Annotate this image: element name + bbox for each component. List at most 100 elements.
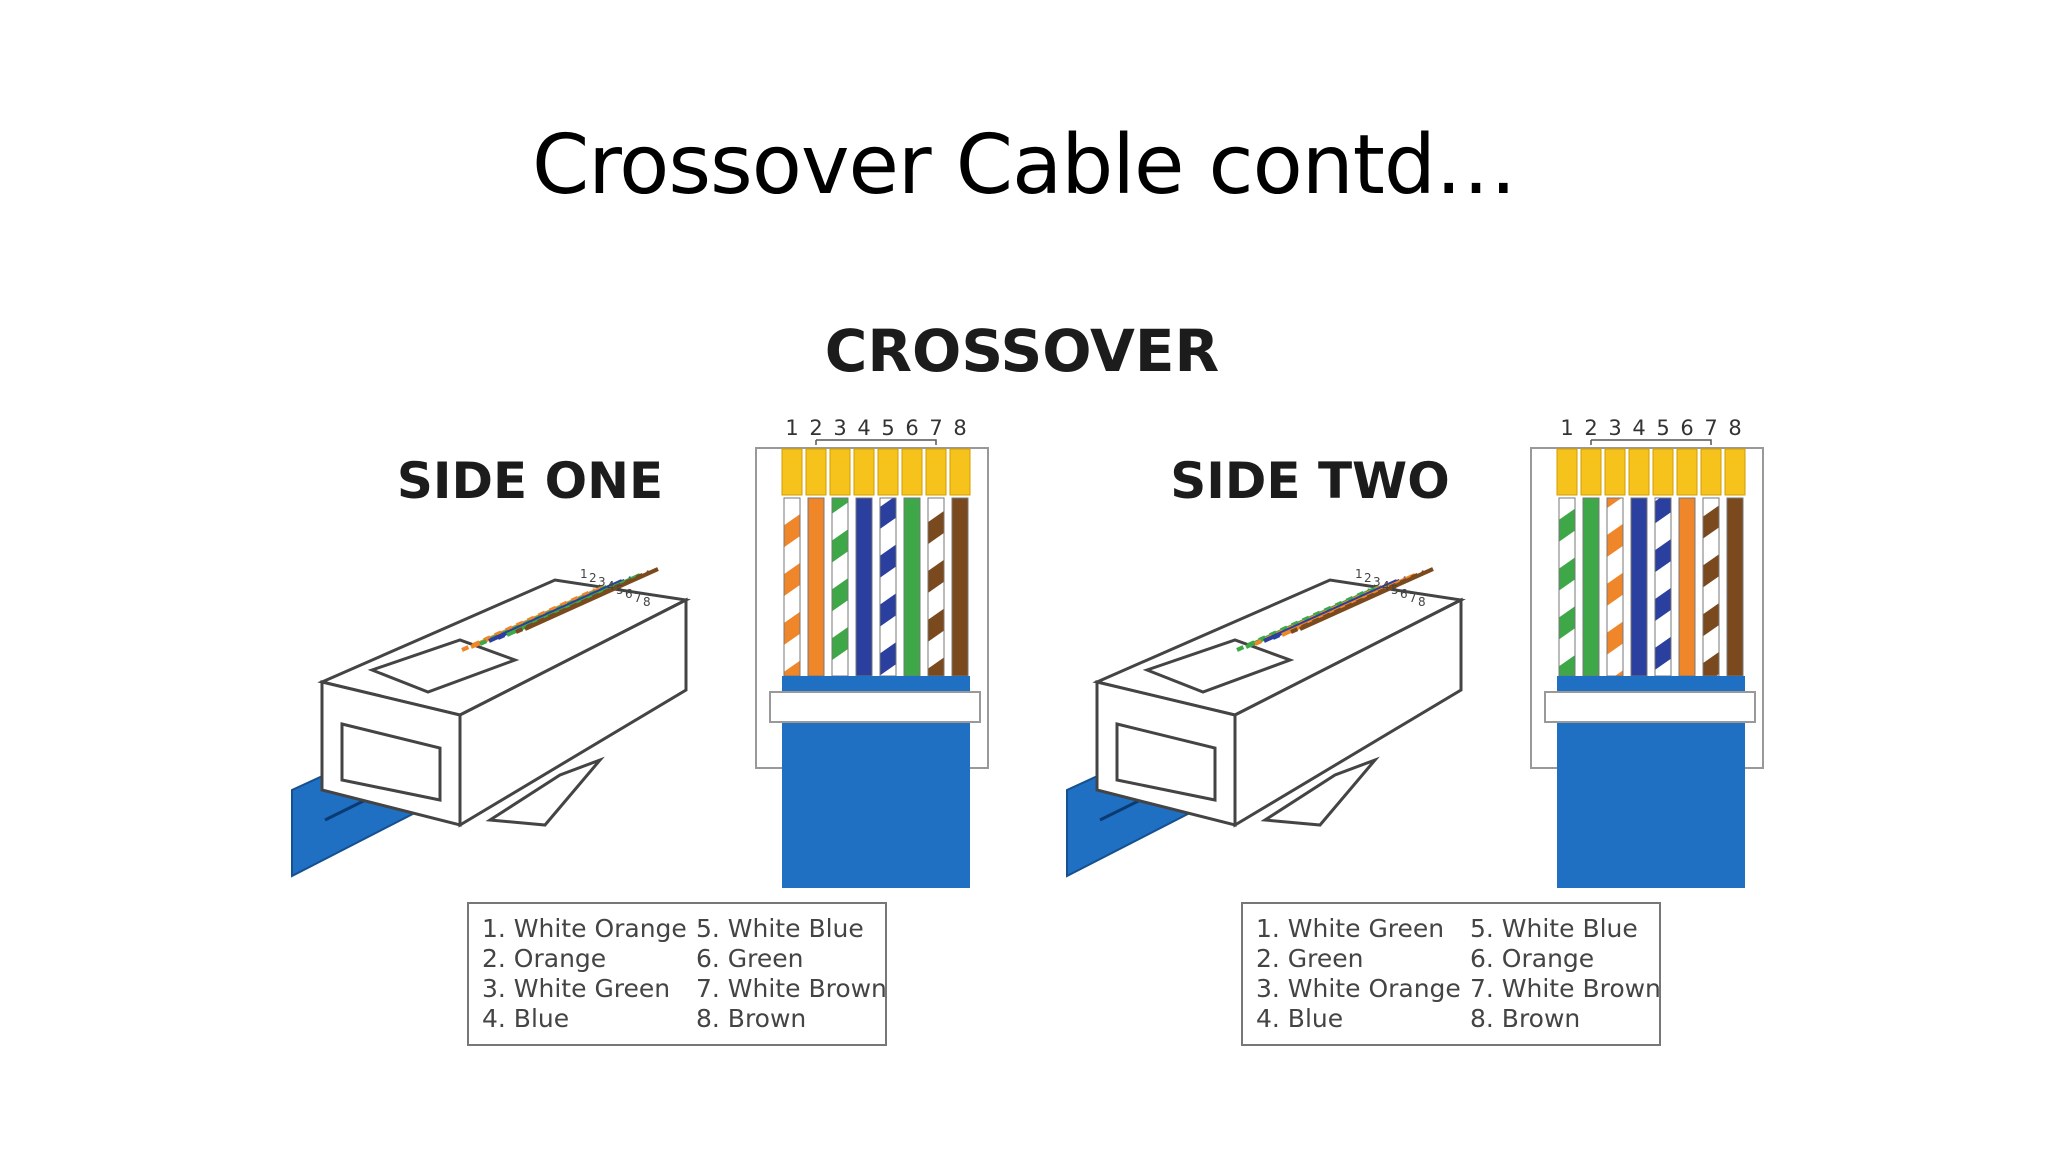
plug-side-face — [458, 597, 688, 828]
gold-contact-8 — [949, 448, 971, 496]
legend-item: 4. Blue — [1256, 1004, 1343, 1033]
front-wire-2 — [1582, 497, 1600, 677]
gold-contact-2 — [805, 448, 827, 496]
front-wire-4 — [1630, 497, 1648, 677]
plug-pin-number: 5 — [616, 583, 624, 597]
gold-contact-5 — [877, 448, 899, 496]
pin-number: 6 — [905, 416, 918, 440]
front-wire-8 — [1726, 497, 1744, 677]
pin-number: 4 — [857, 416, 870, 440]
front-wire-3 — [1606, 497, 1624, 677]
pin-number: 5 — [1656, 416, 1669, 440]
front-wire-6 — [1678, 497, 1696, 677]
legend-item: 6. Green — [696, 944, 804, 973]
plug-top-recess — [367, 638, 520, 694]
plug-pin-number: 1 — [580, 567, 588, 581]
front-wire-1 — [1558, 497, 1576, 677]
plug-opening — [340, 722, 442, 802]
pin-bracket — [815, 439, 937, 445]
side-label: SIDE TWO — [1170, 452, 1449, 510]
gold-contact-1 — [1556, 448, 1578, 496]
plug-pin-number: 7 — [1409, 591, 1417, 605]
plug-pin-number: 2 — [589, 571, 597, 585]
legend-item: 7. White Brown — [696, 974, 887, 1003]
plug-latch — [1260, 756, 1380, 827]
pin-bracket — [1590, 439, 1712, 445]
plug-top-recess — [1142, 638, 1295, 694]
legend-item: 8. Brown — [1470, 1004, 1580, 1033]
diagram-heading: CROSSOVER — [825, 317, 1219, 385]
legend-box — [1241, 902, 1661, 1046]
legend-item: 3. White Green — [482, 974, 670, 1003]
gold-contact-5 — [1652, 448, 1674, 496]
plug-opening — [1115, 722, 1217, 802]
plug-pin-number: 6 — [625, 587, 633, 601]
plug-pin-number: 7 — [634, 591, 642, 605]
front-wire-3 — [831, 497, 849, 677]
plug-pin-number: 8 — [1418, 595, 1426, 609]
pin-number: 4 — [1632, 416, 1645, 440]
front-wire-5 — [879, 497, 897, 677]
gold-contact-7 — [1700, 448, 1722, 496]
plug-pin-number: 4 — [1382, 579, 1390, 593]
plug-pin-number: 2 — [1364, 571, 1372, 585]
legend-box — [467, 902, 887, 1046]
gold-contact-3 — [829, 448, 851, 496]
front-wire-7 — [927, 497, 945, 677]
front-wire-1 — [783, 497, 801, 677]
gold-contact-4 — [853, 448, 875, 496]
pin-number: 2 — [809, 416, 822, 440]
slide-title: Crossover Cable contd… — [532, 118, 1517, 213]
pin-number: 8 — [953, 416, 966, 440]
pin-number: 1 — [1560, 416, 1573, 440]
front-wire-8 — [951, 497, 969, 677]
gold-contact-7 — [925, 448, 947, 496]
plug-pin-number: 8 — [643, 595, 651, 609]
gold-contact-3 — [1604, 448, 1626, 496]
legend-item: 5. White Blue — [1470, 914, 1638, 943]
gold-contact-6 — [901, 448, 923, 496]
plug-pin-number: 3 — [1373, 575, 1381, 589]
pin-number: 5 — [881, 416, 894, 440]
crimp-band — [1544, 691, 1756, 723]
pin-number: 7 — [929, 416, 942, 440]
legend-item: 1. White Orange — [482, 914, 687, 943]
pin-number: 3 — [1608, 416, 1621, 440]
plug-pin-number: 3 — [598, 575, 606, 589]
gold-contact-2 — [1580, 448, 1602, 496]
front-wire-4 — [855, 497, 873, 677]
pin-number: 2 — [1584, 416, 1597, 440]
legend-item: 7. White Brown — [1470, 974, 1661, 1003]
legend-item: 2. Orange — [482, 944, 606, 973]
plug-side-face — [1233, 597, 1463, 828]
plug-pin-number: 6 — [1400, 587, 1408, 601]
pin-number: 6 — [1680, 416, 1693, 440]
legend-item: 3. White Orange — [1256, 974, 1461, 1003]
gold-contact-1 — [781, 448, 803, 496]
crimp-band — [769, 691, 981, 723]
plug-latch — [485, 756, 605, 827]
front-wire-6 — [903, 497, 921, 677]
legend-item: 2. Green — [1256, 944, 1364, 973]
front-wire-7 — [1702, 497, 1720, 677]
gold-contact-4 — [1628, 448, 1650, 496]
gold-contact-6 — [1676, 448, 1698, 496]
plug-pin-number: 1 — [1355, 567, 1363, 581]
gold-contact-8 — [1724, 448, 1746, 496]
pin-number: 8 — [1728, 416, 1741, 440]
front-wire-2 — [807, 497, 825, 677]
plug-wire-8 — [524, 567, 659, 631]
legend-item: 5. White Blue — [696, 914, 864, 943]
pin-number: 3 — [833, 416, 846, 440]
plug-pin-number: 5 — [1391, 583, 1399, 597]
plug-wire-8 — [1299, 567, 1434, 631]
legend-item: 1. White Green — [1256, 914, 1444, 943]
pin-number: 1 — [785, 416, 798, 440]
legend-item: 4. Blue — [482, 1004, 569, 1033]
front-wire-5 — [1654, 497, 1672, 677]
legend-item: 8. Brown — [696, 1004, 806, 1033]
plug-pin-number: 4 — [607, 579, 615, 593]
